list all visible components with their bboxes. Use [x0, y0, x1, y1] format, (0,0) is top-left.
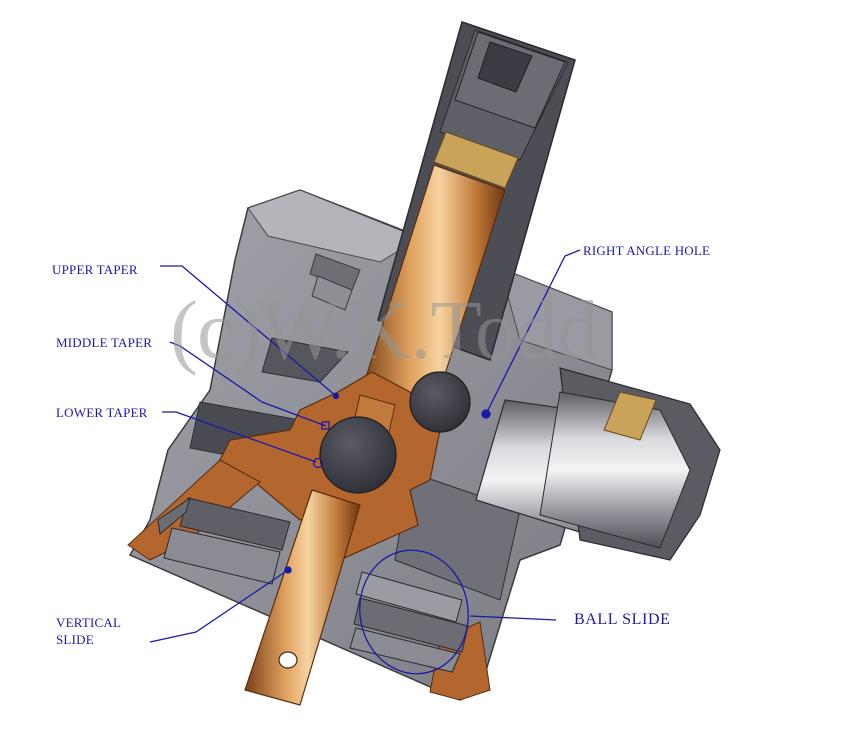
label-middle-taper: MIDDLE TAPER — [56, 335, 153, 350]
plate-stack-left — [157, 496, 291, 585]
leader-middle-taper — [169, 341, 327, 427]
leader-vertical-slide — [149, 569, 289, 643]
label-ball-slide: BALL SLIDE — [574, 611, 671, 628]
leader-lower-taper — [162, 411, 317, 463]
ball-slide-circle — [359, 549, 469, 675]
ball-center — [319, 416, 397, 494]
plate-stack-right — [349, 571, 469, 673]
label-right-angle-hole: RIGHT ANGLE HOLE — [583, 243, 711, 258]
annotation-leaders — [149, 249, 581, 675]
label-vertical-slide-line2: SLIDE — [56, 632, 94, 647]
label-upper-taper: UPPER TAPER — [52, 262, 138, 277]
leader-upper-taper — [160, 265, 337, 397]
right-angle-tube — [475, 367, 721, 561]
ball-right — [409, 371, 471, 433]
leader-right-angle-hole — [485, 249, 581, 415]
label-lower-taper: LOWER TAPER — [56, 405, 148, 420]
watermark: (c)W.K.Todd — [170, 284, 599, 377]
leader-ball-slide — [469, 615, 557, 621]
label-vertical-slide-line1: VERTICAL — [56, 615, 122, 630]
